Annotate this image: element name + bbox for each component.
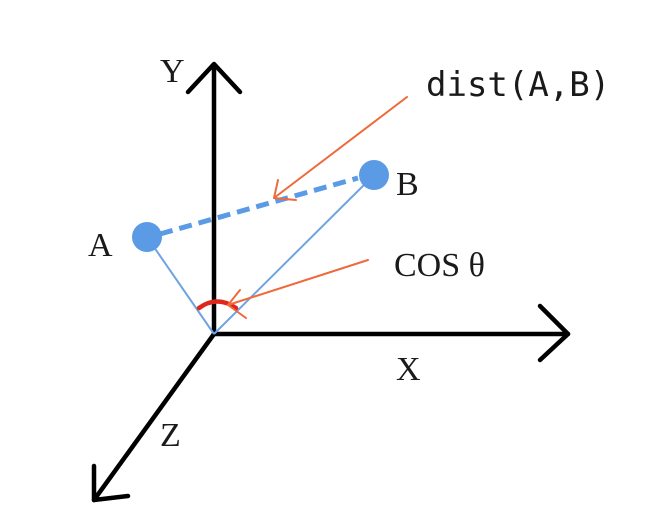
distance-dashed-line bbox=[159, 175, 359, 237]
angle-arc bbox=[196, 299, 239, 311]
vector-oa bbox=[146, 236, 215, 335]
coordinate-axes bbox=[91, 61, 571, 503]
vector-ob bbox=[213, 174, 375, 335]
x-axis-arrowhead bbox=[537, 303, 571, 363]
z-axis-arrowhead bbox=[91, 463, 131, 503]
point-b-label: B bbox=[396, 166, 419, 203]
dist-pointer-arrowhead bbox=[273, 179, 297, 201]
point-b bbox=[359, 160, 389, 190]
dist-pointer-line bbox=[273, 96, 408, 199]
z-axis-line bbox=[91, 331, 217, 503]
cos-pointer-line bbox=[227, 259, 369, 306]
cos-pointer-arrowhead bbox=[227, 289, 247, 319]
y-axis-label: Y bbox=[160, 53, 185, 90]
x-axis-label: X bbox=[396, 351, 421, 388]
point-a-label: A bbox=[88, 227, 113, 264]
vectors bbox=[146, 174, 375, 335]
cosine-label: COS θ bbox=[394, 247, 485, 284]
y-axis-arrowhead bbox=[185, 61, 243, 95]
pointer-arrows bbox=[227, 96, 408, 319]
point-a bbox=[132, 222, 162, 252]
z-axis-label: Z bbox=[160, 417, 181, 454]
distance-label: dist(A,B) bbox=[426, 65, 610, 105]
